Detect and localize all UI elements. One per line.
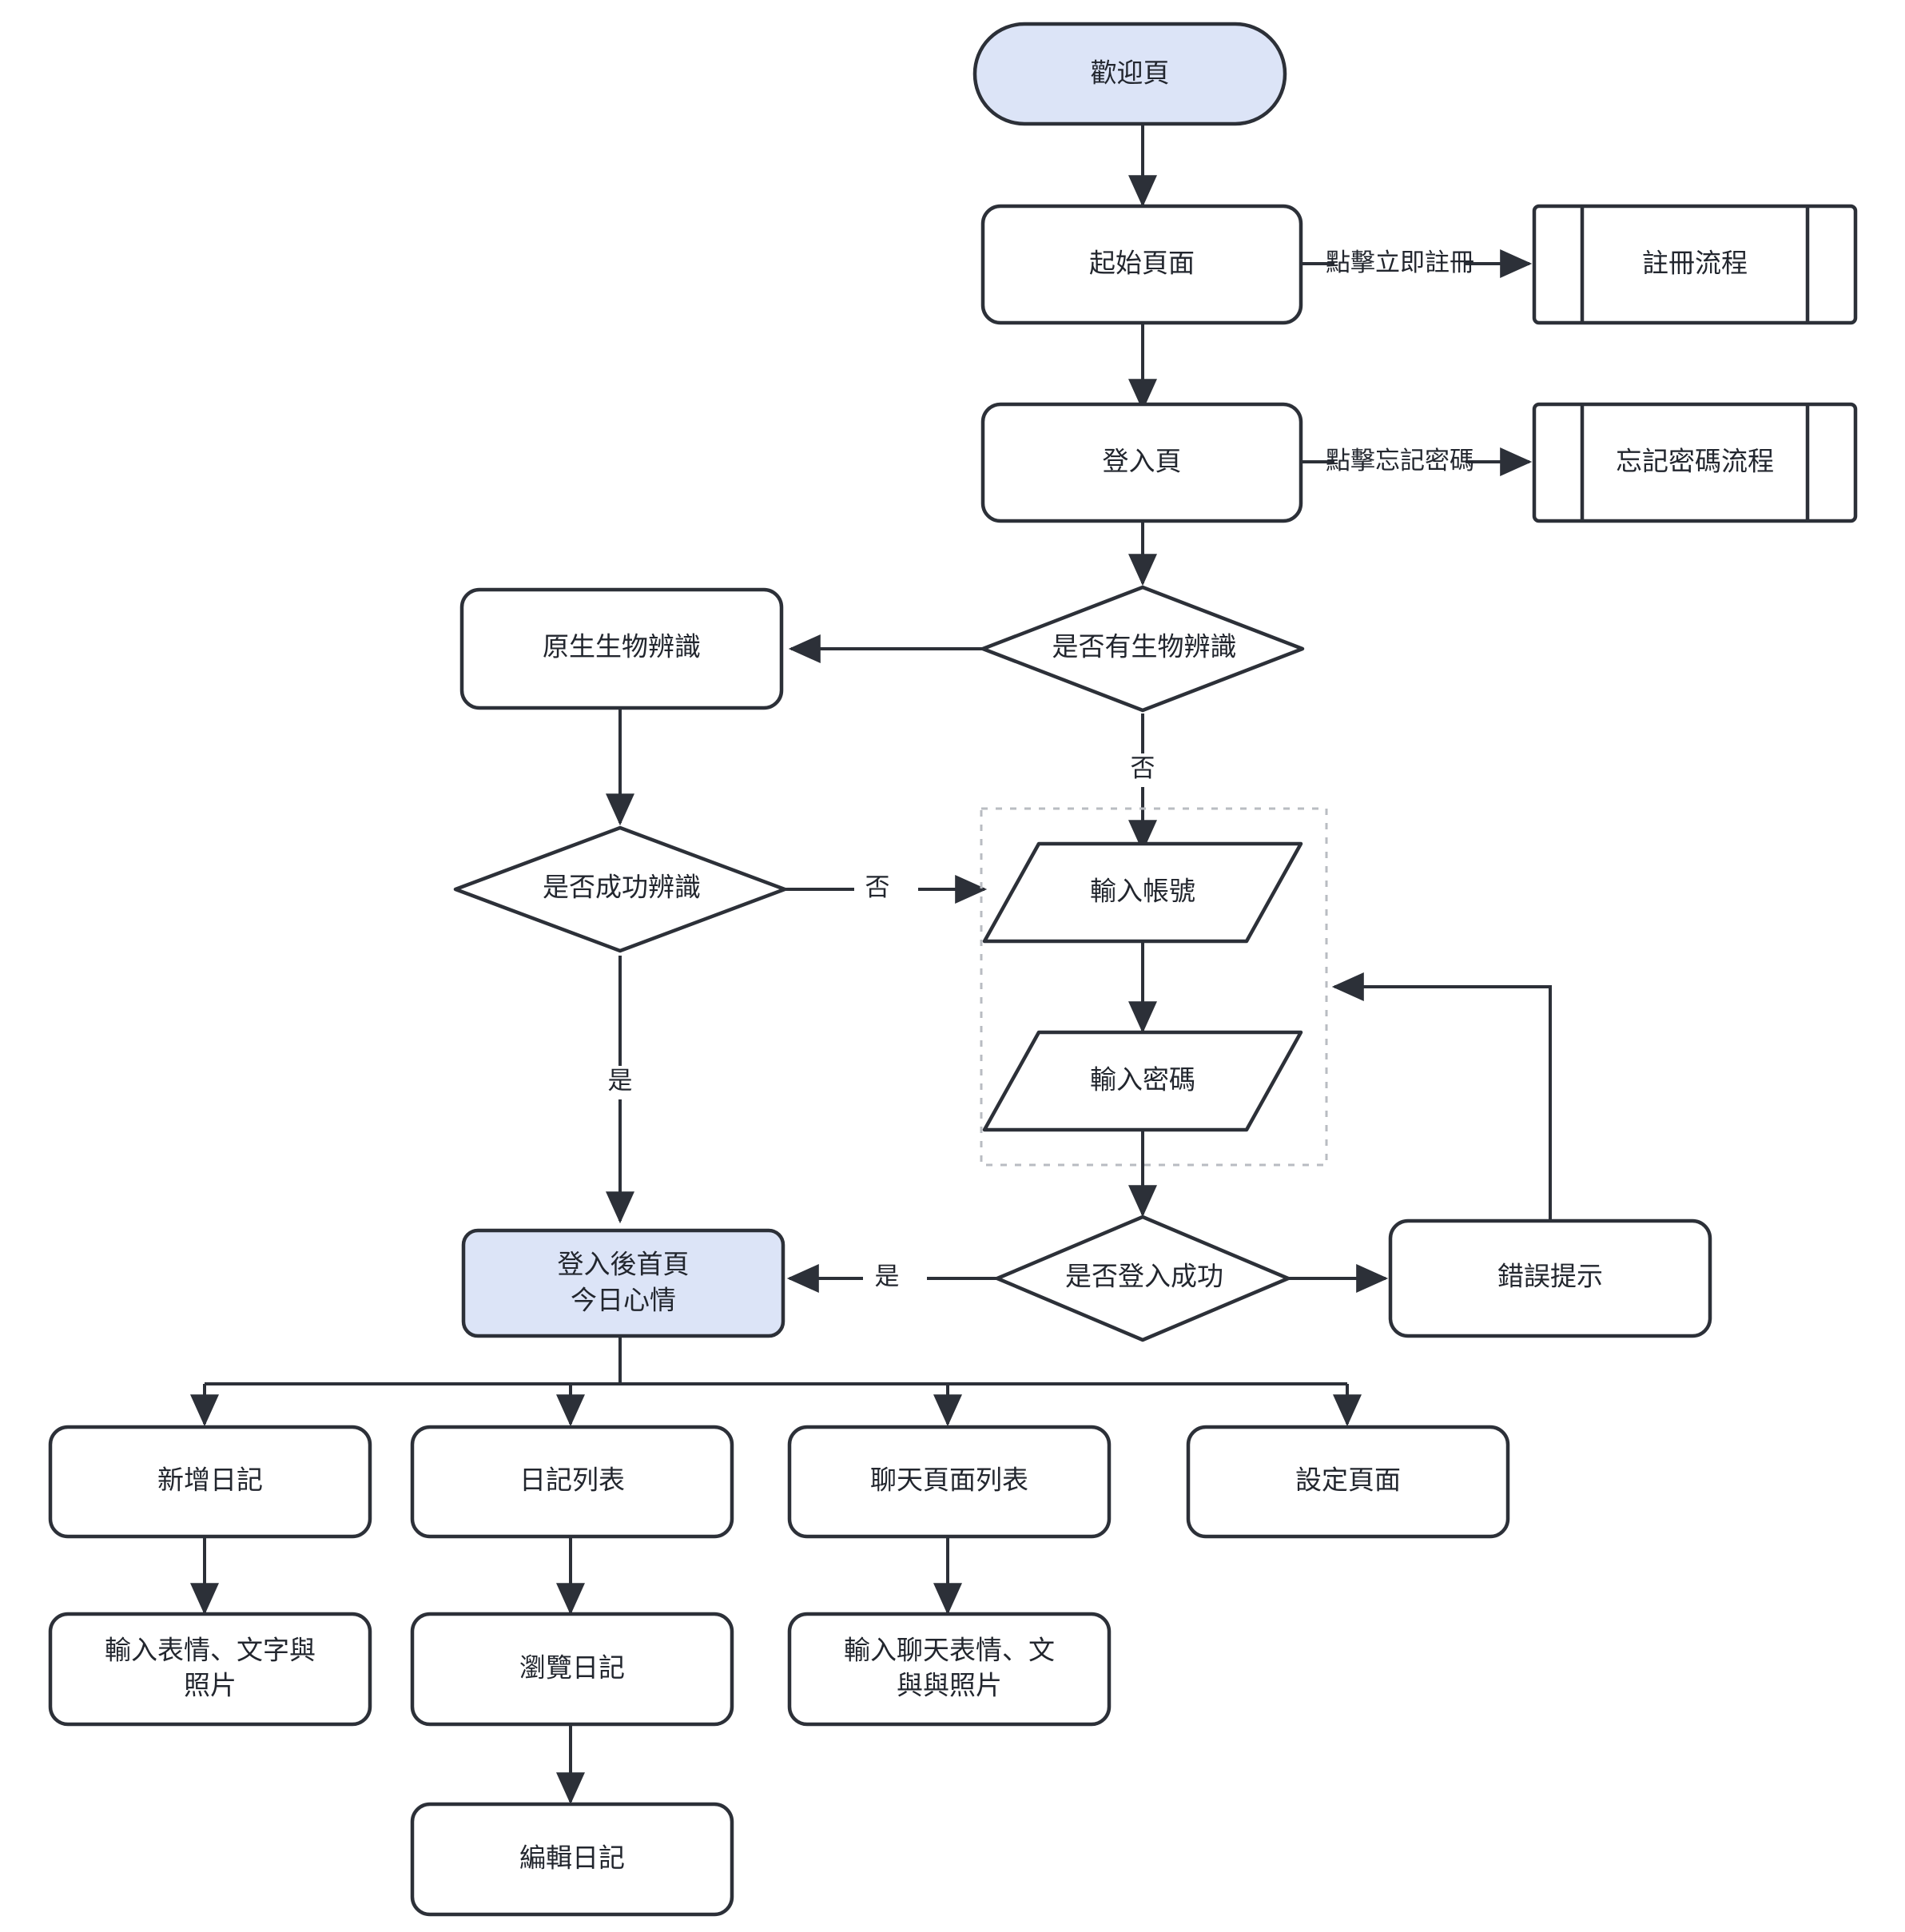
node-biometrics-success[interactable]: 是否成功辨識 [453,825,787,953]
edge-label-click-forgot-password: 點擊忘記密碼 [1326,447,1474,475]
node-native-biometrics-label: 原生生物辨識 [543,632,701,662]
node-input-password-label: 輸入密碼 [1090,1065,1195,1095]
node-home-after-login[interactable]: 登入後首頁 今日心情 [461,1228,785,1338]
node-settings-page-label: 設定頁面 [1295,1465,1401,1495]
node-input-password[interactable]: 輸入密碼 [982,1030,1303,1132]
node-new-diary[interactable]: 新增日記 [48,1425,372,1539]
edge-layer [190,124,1552,1805]
node-settings-page[interactable]: 設定頁面 [1186,1425,1510,1539]
node-login-page-label: 登入頁 [1103,447,1182,476]
node-new-diary-label: 新增日記 [157,1465,263,1495]
node-home-after-login-label-1: 登入後首頁 [558,1250,690,1279]
node-edit-diary-label: 編輯日記 [519,1843,625,1873]
node-login-success-label: 是否登入成功 [1065,1262,1223,1291]
edge-label-biometrics-no: 否 [1131,754,1155,782]
node-register-flow-label: 註冊流程 [1642,248,1748,278]
node-input-chat-emoji-text-photo[interactable]: 輸入聊天表情、文 與與照片 [787,1612,1112,1727]
node-input-emoji-text-photo[interactable]: 輸入表情、文字與 照片 [48,1612,372,1727]
node-browse-diary-label: 瀏覽日記 [519,1653,625,1683]
node-input-account-label: 輸入帳號 [1090,877,1195,906]
node-native-biometrics[interactable]: 原生生物辨識 [459,587,784,710]
node-input-account[interactable]: 輸入帳號 [982,841,1303,944]
node-forgot-password-flow-label: 忘記密碼流程 [1616,447,1774,476]
node-welcome[interactable]: 歡迎頁 [972,22,1287,126]
node-login-success[interactable]: 是否登入成功 [995,1214,1291,1342]
edge-label-click-register: 點擊立即註冊 [1326,248,1474,276]
node-has-biometrics-label: 是否有生物辨識 [1052,632,1237,662]
node-register-flow[interactable]: 註冊流程 [1532,204,1858,325]
node-browse-diary[interactable]: 瀏覽日記 [410,1612,734,1727]
credential-input-group [980,807,1328,1167]
node-forgot-password-flow[interactable]: 忘記密碼流程 [1532,402,1858,523]
node-input-chat-emoji-text-photo-label-2: 與與照片 [897,1671,1002,1700]
node-diary-list-label: 日記列表 [519,1465,625,1495]
node-chat-page-list-label: 聊天頁面列表 [870,1465,1028,1495]
node-input-chat-emoji-text-photo-label-1: 輸入聊天表情、文 [844,1636,1055,1665]
edge-label-recognize-no: 否 [865,873,890,901]
node-biometrics-success-label: 是否成功辨識 [543,873,701,902]
node-has-biometrics[interactable]: 是否有生物辨識 [980,585,1305,713]
node-welcome-label: 歡迎頁 [1091,58,1170,88]
node-login-page[interactable]: 登入頁 [980,402,1303,523]
edge-label-login-yes: 是 [875,1262,900,1290]
node-input-emoji-text-photo-label-2: 照片 [184,1671,237,1700]
node-error-message-label: 錯誤提示 [1497,1262,1603,1291]
node-chat-page-list[interactable]: 聊天頁面列表 [787,1425,1112,1539]
node-start-page-label: 起始頁面 [1089,248,1195,278]
node-home-after-login-label-2: 今日心情 [571,1286,676,1315]
edge-error-back-to-inputs [1331,972,1552,1221]
edge-label-recognize-yes: 是 [608,1067,633,1095]
node-input-emoji-text-photo-label-1: 輸入表情、文字與 [105,1636,316,1665]
node-error-message[interactable]: 錯誤提示 [1388,1218,1712,1338]
node-start-page[interactable]: 起始頁面 [980,204,1303,325]
edge-label-layer: 點擊立即註冊 點擊忘記密碼 否 否 是 是 [599,248,1474,1295]
node-diary-list[interactable]: 日記列表 [410,1425,734,1539]
node-edit-diary[interactable]: 編輯日記 [410,1802,734,1917]
